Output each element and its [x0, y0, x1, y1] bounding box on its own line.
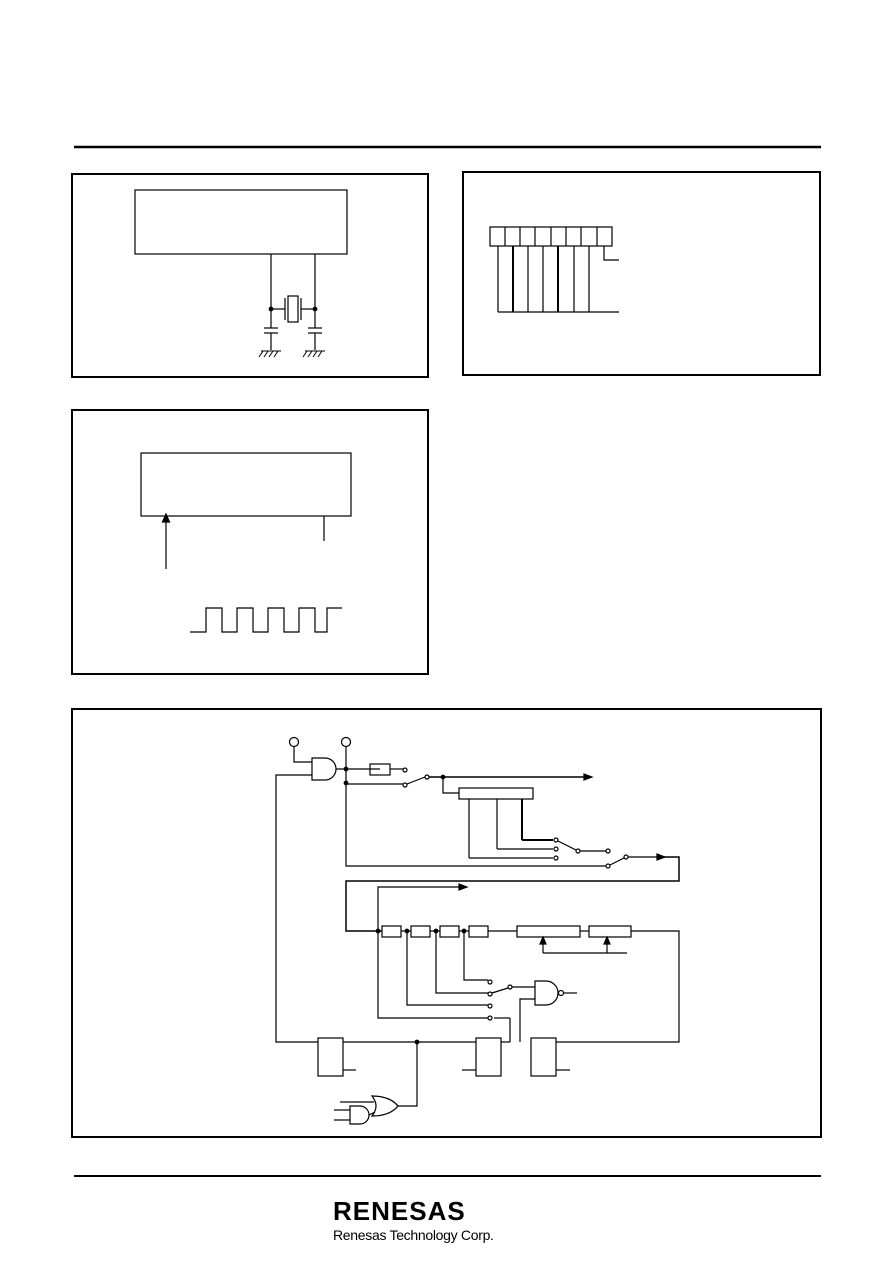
capacitor-icon	[264, 327, 278, 350]
latch-block	[475, 1037, 502, 1077]
counter-block	[588, 925, 632, 938]
ground-icon	[258, 350, 281, 358]
input-terminal-icon	[340, 736, 352, 748]
divider-block	[381, 925, 402, 938]
arrow-right-icon	[583, 773, 594, 781]
arrow-right-icon	[458, 883, 469, 891]
counter-block	[516, 925, 581, 938]
divider-block	[410, 925, 431, 938]
clock-waveform	[190, 607, 342, 633]
or-gate-icon	[370, 1095, 399, 1117]
external-clock-circuit	[140, 452, 352, 633]
footer-brand: RENESAS Renesas Technology Corp.	[333, 1196, 533, 1256]
input-terminal-icon	[288, 736, 300, 748]
clock-circuit-figure-frame	[71, 708, 822, 1138]
ground-icon	[302, 350, 325, 358]
oscillator-figure-frame	[71, 173, 429, 378]
frequency-divider-block	[458, 787, 534, 800]
arrow-up-icon	[603, 935, 611, 945]
and-gate-icon	[311, 757, 337, 781]
oscillator-circuit	[134, 189, 348, 358]
clock-block-diagram	[275, 736, 680, 1125]
latch-block	[317, 1037, 344, 1077]
external-clock-figure-frame	[71, 409, 429, 675]
register-bit-map	[489, 226, 619, 313]
arrow-up-icon	[539, 935, 547, 945]
company-name: Renesas Technology Corp.	[333, 1227, 494, 1243]
register-figure-frame	[462, 171, 821, 376]
and-gate-icon	[349, 1105, 370, 1125]
capacitor-icon	[308, 327, 322, 350]
crystal-icon	[284, 295, 302, 323]
external-clock-chip-block	[140, 452, 352, 517]
arrow-up-icon	[161, 512, 171, 523]
renesas-logo: RENESAS	[333, 1196, 466, 1226]
latch-block	[530, 1037, 557, 1077]
divider-block	[439, 925, 460, 938]
oscillator-chip-block	[134, 189, 348, 255]
divider-block	[468, 925, 489, 938]
nand-gate-icon	[534, 980, 559, 1006]
